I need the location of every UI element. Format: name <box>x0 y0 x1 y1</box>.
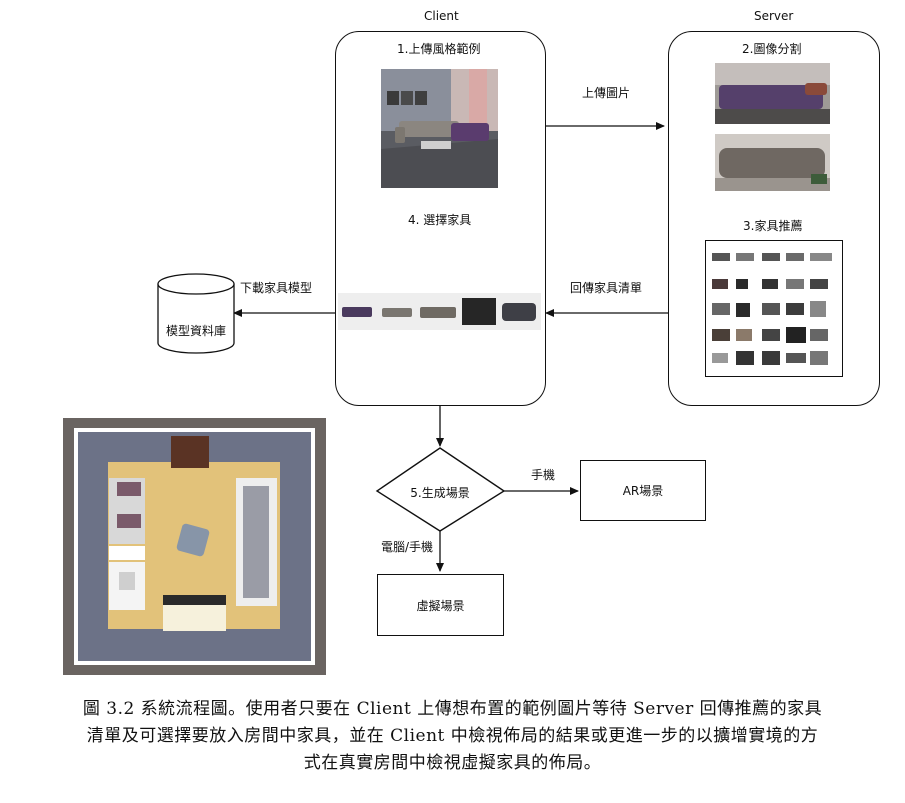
ar-scene-box: AR場景 <box>580 460 706 521</box>
connector-layer <box>157 122 668 572</box>
step1-label: 1.上傳風格範例 <box>397 42 481 56</box>
step2-label: 2.圖像分割 <box>742 42 802 56</box>
style-example-photo <box>381 69 498 188</box>
generate-scene-diamond <box>375 447 506 532</box>
download-model-label: 下載家具模型 <box>240 281 313 295</box>
model-database-cylinder <box>157 273 235 354</box>
step4-label: 4. 選擇家具 <box>408 213 472 227</box>
caption-line-1: 圖 3.2 系統流程圖。使用者只要在 Client 上傳想布置的範例圖片等待 S… <box>82 699 823 719</box>
selected-furniture-strip <box>338 293 541 330</box>
upload-image-label: 上傳圖片 <box>582 86 631 100</box>
client-title: Client <box>424 9 459 23</box>
segmented-sofa-photo-1 <box>715 63 830 124</box>
figure-caption: 圖 3.2 系統流程圖。使用者只要在 Client 上傳想布置的範例圖片等待 S… <box>20 696 885 777</box>
caption-line-3: 式在真實房間中檢視虛擬家具的佈局。 <box>303 753 602 773</box>
model-database-label: 模型資料庫 <box>165 324 226 338</box>
caption-line-2: 清單及可選擇要放入房間中家具，並在 Client 中檢視佈局的結果或更進一步的以… <box>86 726 819 746</box>
return-list-label: 回傳家具清單 <box>570 281 643 295</box>
segmented-sofa-photo-2 <box>715 134 830 191</box>
room-topdown-render <box>63 418 326 675</box>
pc-phone-label: 電腦/手機 <box>381 540 434 554</box>
server-title: Server <box>754 9 794 23</box>
virtual-scene-box: 虛擬場景 <box>377 574 504 636</box>
phone-label: 手機 <box>531 468 556 482</box>
generate-scene-label: 5.生成場景 <box>410 486 470 500</box>
step3-label: 3.家具推薦 <box>743 219 803 233</box>
furniture-recommendation-grid <box>705 240 843 377</box>
